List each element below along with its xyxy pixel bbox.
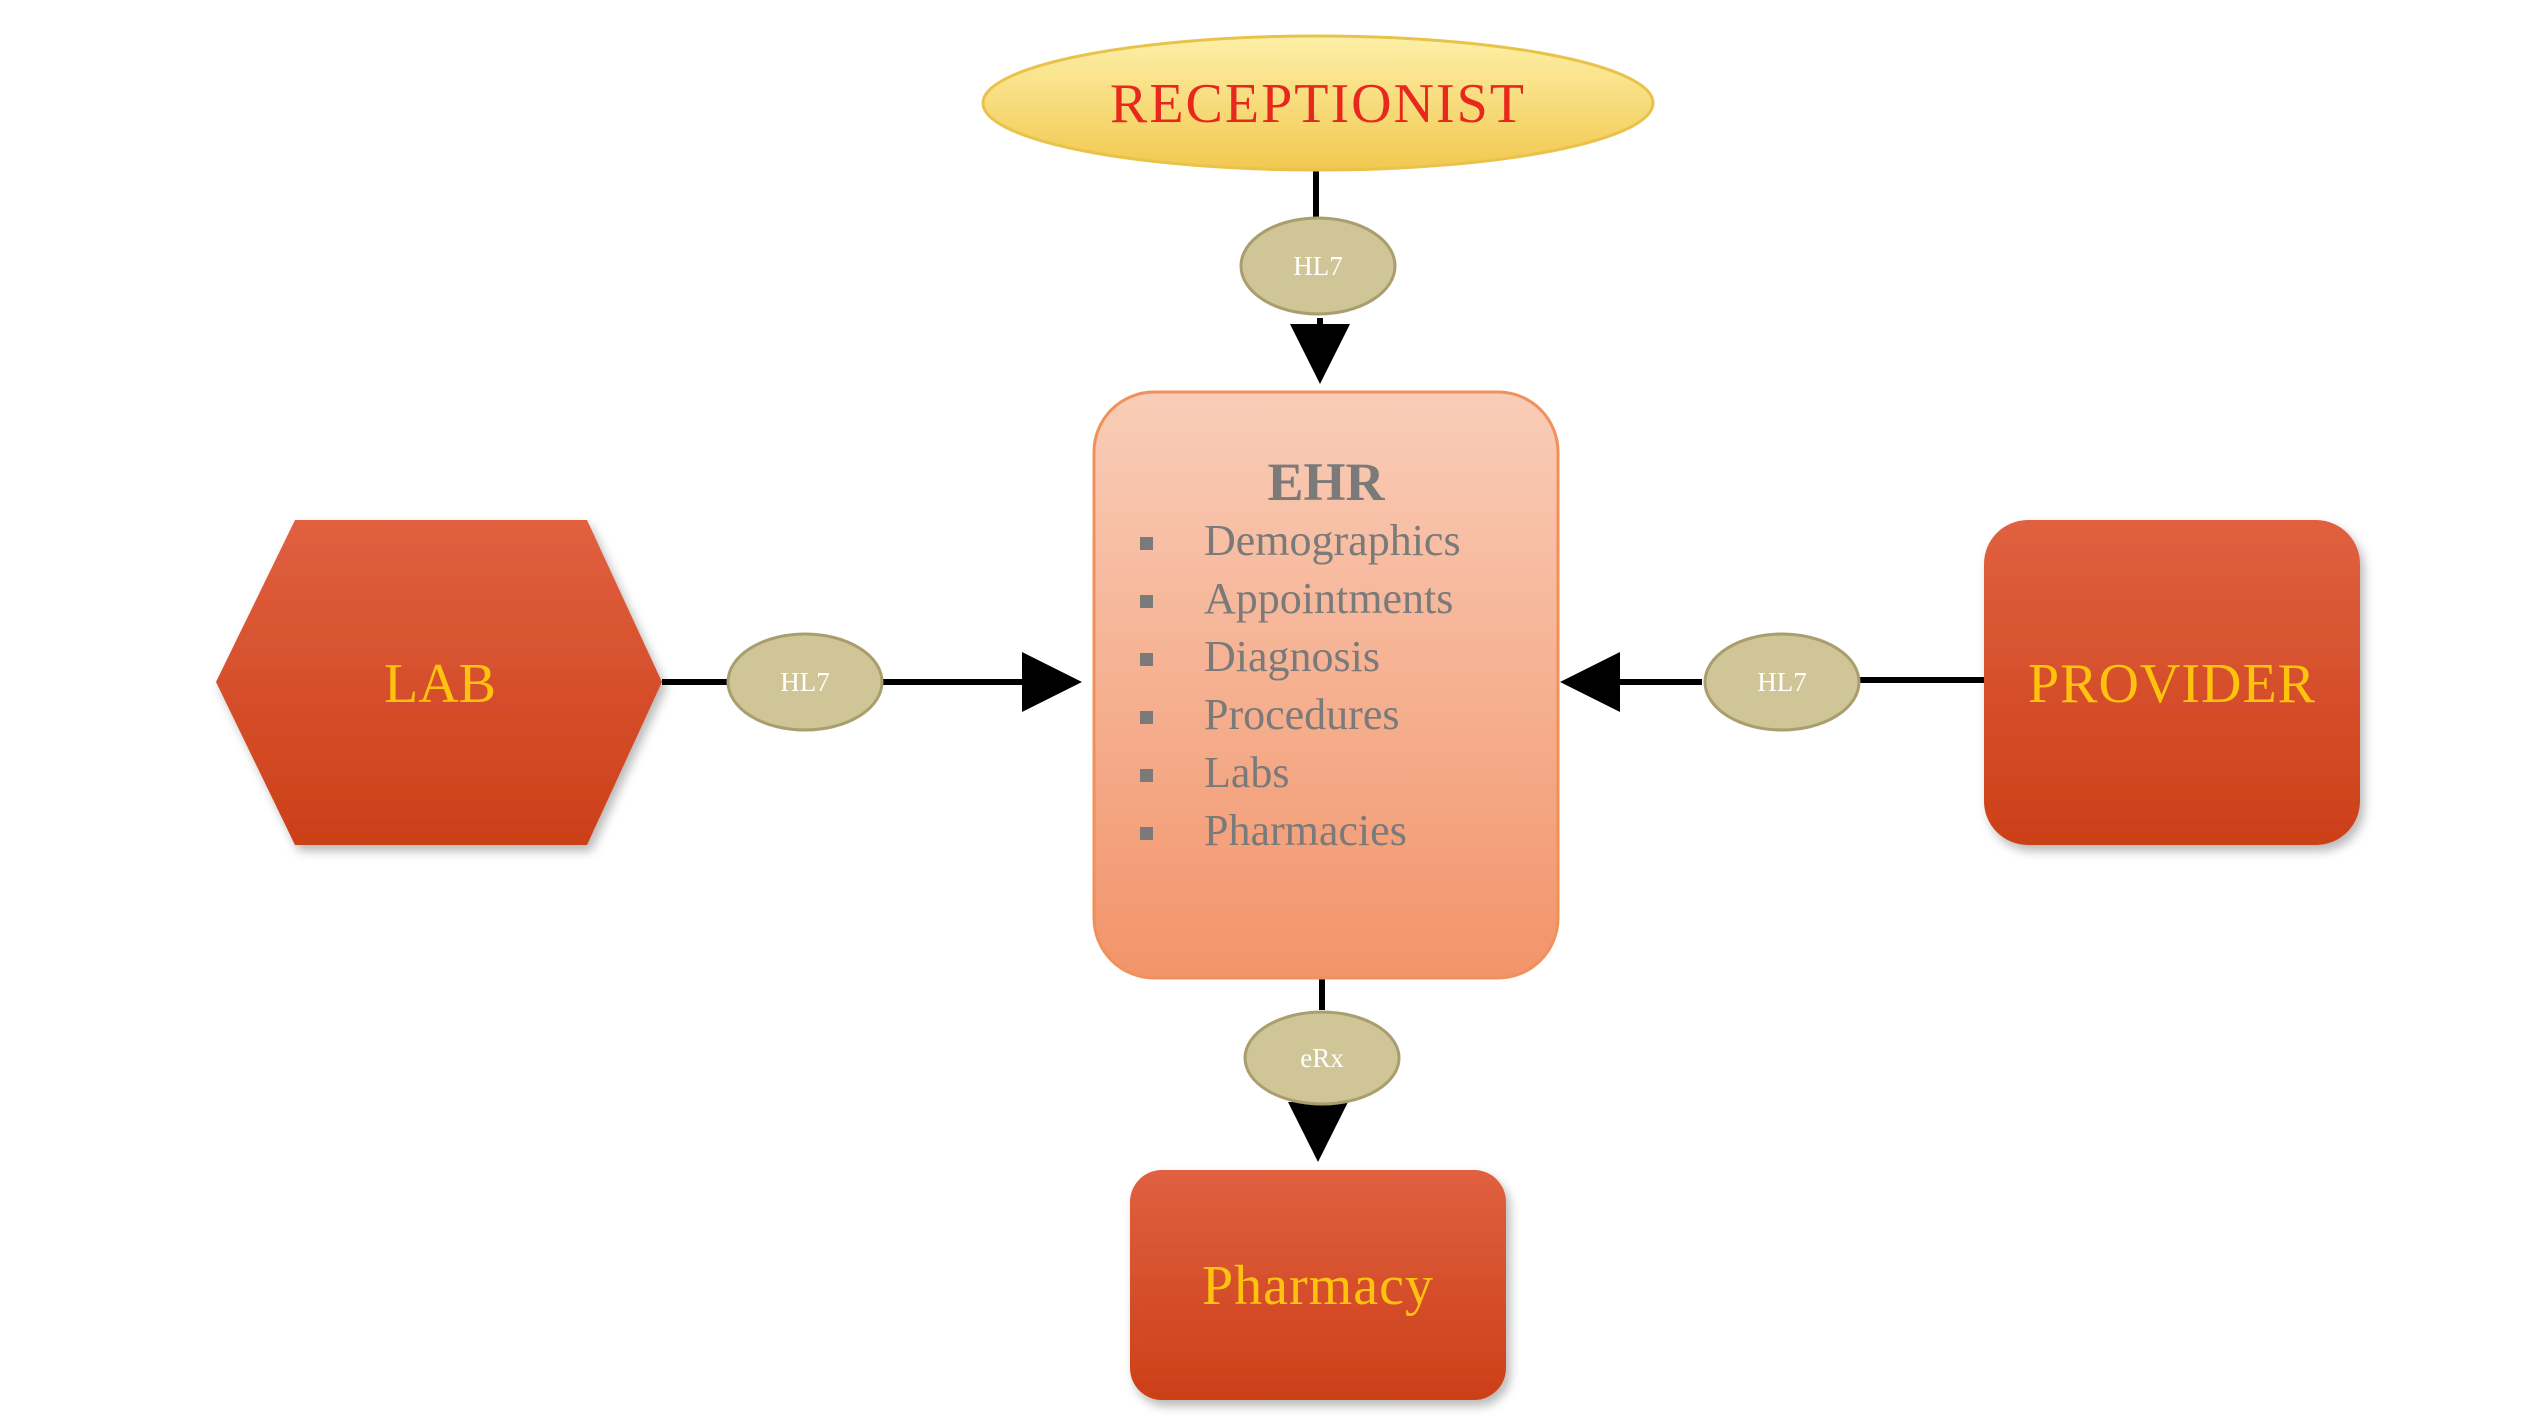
provider-node: PROVIDER (1984, 520, 2360, 845)
ehr-list-item: Demographics (1140, 516, 1461, 565)
ehr-list-item-label: Appointments (1204, 574, 1453, 623)
pharmacy-box (1130, 1170, 1506, 1400)
ehr-list-item: Procedures (1140, 690, 1400, 739)
pharmacy-node: Pharmacy (1130, 1170, 1506, 1400)
ehr-list-item: Diagnosis (1140, 632, 1380, 681)
ehr-node: EHR DemographicsAppointmentsDiagnosisPro… (1092, 390, 1560, 980)
ehr-list-item-label: Labs (1204, 748, 1290, 797)
ehr-title: EHR (1267, 452, 1385, 512)
connector-left-oval (726, 632, 884, 732)
connector-bottom-label: eRx (1300, 1043, 1344, 1073)
connector-left-label: HL7 (780, 667, 830, 697)
ehr-list-item-label: Diagnosis (1204, 632, 1380, 681)
ehr-list-item: Pharmacies (1140, 806, 1407, 855)
connector-top: HL7 (1239, 216, 1397, 316)
bullet-icon (1140, 769, 1153, 782)
bullet-icon (1140, 653, 1153, 666)
bullet-icon (1140, 595, 1153, 608)
lab-label: LAB (384, 653, 496, 715)
bullet-icon (1140, 537, 1153, 550)
ehr-list-item-label: Pharmacies (1204, 806, 1407, 855)
bullet-icon (1140, 711, 1153, 724)
connector-lines (662, 170, 1984, 1162)
ehr-list-item-label: Procedures (1204, 690, 1400, 739)
lab-node: LAB (216, 520, 662, 845)
ehr-list-item: Appointments (1140, 574, 1453, 623)
provider-label: PROVIDER (2028, 653, 2316, 715)
connector-right: HL7 (1703, 632, 1861, 732)
connector-left: HL7 (726, 632, 884, 732)
ehr-item-list: DemographicsAppointmentsDiagnosisProcedu… (1140, 516, 1461, 855)
connector-bottom-oval (1243, 1010, 1401, 1106)
ehr-list-item-label: Demographics (1204, 516, 1461, 565)
provider-box (1984, 520, 2360, 845)
pharmacy-label: Pharmacy (1202, 1255, 1434, 1317)
receptionist-node: RECEPTIONIST (981, 34, 1655, 172)
connector-right-label: HL7 (1757, 667, 1807, 697)
connector-top-oval (1239, 216, 1397, 316)
receptionist-ellipse (981, 34, 1655, 172)
ehr-list-item: Labs (1140, 748, 1290, 797)
connector-right-oval (1703, 632, 1861, 732)
bullet-icon (1140, 827, 1153, 840)
receptionist-label: RECEPTIONIST (1110, 73, 1526, 135)
lab-hexagon (216, 520, 662, 845)
connector-bottom: eRx (1243, 1010, 1401, 1106)
connector-top-label: HL7 (1293, 251, 1343, 281)
ehr-box (1092, 390, 1560, 980)
